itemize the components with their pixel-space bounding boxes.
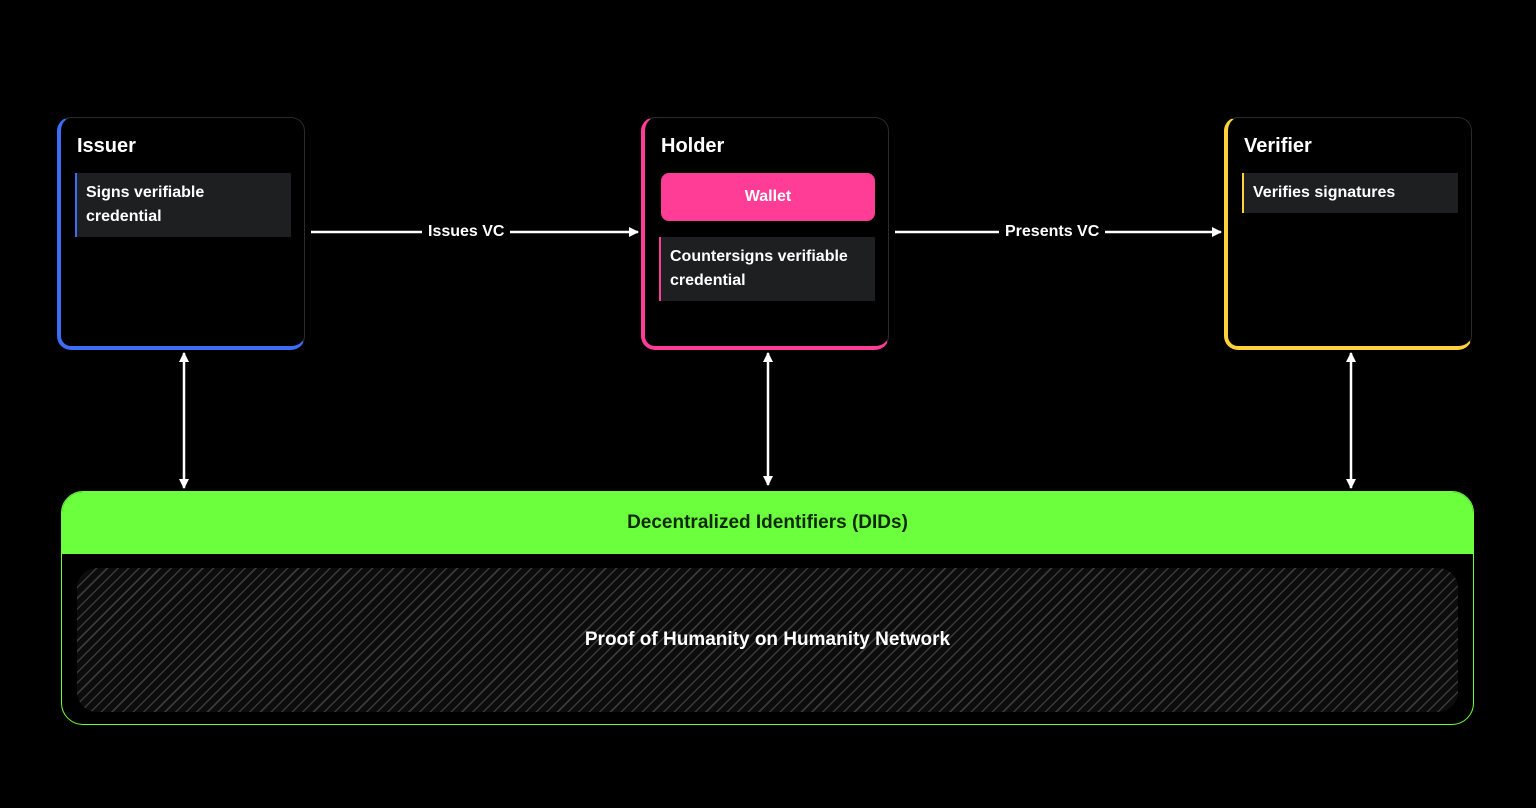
issuer-card: Issuer Signs verifiable credential — [57, 117, 305, 350]
holder-card: Holder Wallet Countersigns verifiable cr… — [641, 117, 889, 350]
verifier-title: Verifier — [1244, 135, 1312, 157]
wallet-button[interactable]: Wallet — [661, 173, 875, 221]
did-layer: Decentralized Identifiers (DIDs) Proof o… — [61, 491, 1474, 725]
verifier-card: Verifier Verifies signatures — [1224, 117, 1472, 350]
issuer-title: Issuer — [77, 135, 136, 157]
proof-of-humanity-label: Proof of Humanity on Humanity Network — [584, 629, 951, 650]
did-header: Decentralized Identifiers (DIDs) — [62, 492, 1473, 554]
holder-title: Holder — [661, 135, 725, 157]
verifier-note: Verifies signatures — [1242, 173, 1458, 213]
presents-vc-label: Presents VC — [999, 220, 1106, 244]
issues-vc-label: Issues VC — [422, 220, 511, 244]
proof-of-humanity-box: Proof of Humanity on Humanity Network — [77, 568, 1458, 712]
issuer-note: Signs verifiable credential — [75, 173, 291, 237]
holder-note: Countersigns verifiable credential — [659, 237, 875, 301]
